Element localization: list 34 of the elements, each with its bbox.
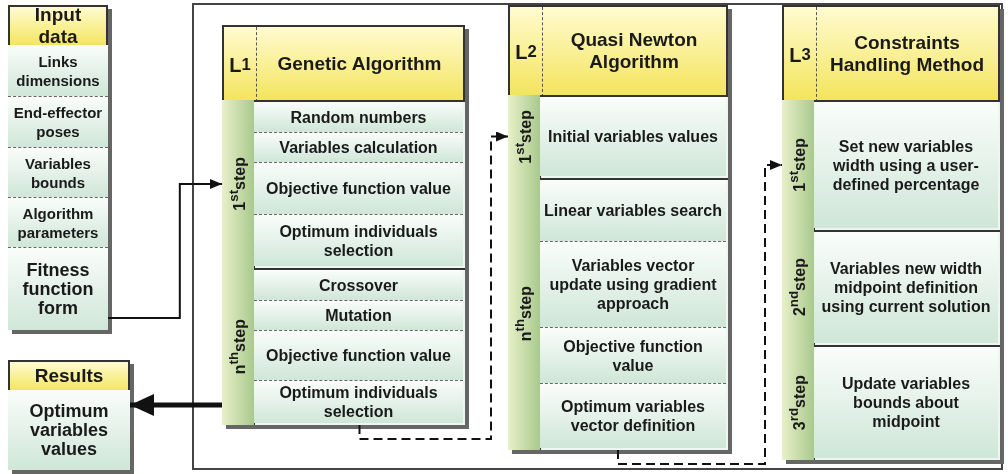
step-band (782, 230, 1000, 345)
step-item: Optimum variables vector definition (540, 384, 726, 448)
arrow (130, 394, 222, 416)
arrow (617, 160, 783, 465)
step-band (222, 268, 465, 425)
frame-box (192, 3, 1003, 470)
step-band (222, 100, 465, 268)
step-item: Crossover (254, 270, 463, 301)
step-band (782, 345, 1000, 460)
step-item: Variables new width midpoint definition using current solution (814, 232, 998, 343)
step-item: Optimum individuals selection (254, 381, 463, 423)
step-item: Optimum individuals selection (254, 215, 463, 266)
step-item: Fitness function form (8, 248, 108, 330)
step-item: Algorithm parameters (8, 198, 108, 248)
step-item: Objective function value (540, 328, 726, 384)
arrow (358, 131, 509, 440)
arrow (107, 179, 223, 319)
step-item: Objective function value (254, 163, 463, 215)
step-item: Linear variables search (540, 180, 726, 242)
step-item: Set new variables width using a user-defined percentage (814, 102, 998, 228)
step-item: Random numbers (254, 102, 463, 133)
step-band (782, 100, 1000, 230)
step-item: Initial variables values (540, 97, 726, 176)
step-item: Links dimensions (8, 45, 108, 97)
step-item: Mutation (254, 301, 463, 331)
step-item: Variables calculation (254, 133, 463, 163)
step-item: End-effector poses (8, 97, 108, 148)
step-item: Update variables bounds about midpoint (814, 347, 998, 458)
step-item: Objective function value (254, 331, 463, 381)
step-item: Optimum variables values (8, 390, 130, 470)
step-band (508, 95, 728, 178)
step-item: Variables vector update using gradient approach (540, 242, 726, 328)
step-band (508, 178, 728, 450)
step-item: Variables bounds (8, 148, 108, 198)
